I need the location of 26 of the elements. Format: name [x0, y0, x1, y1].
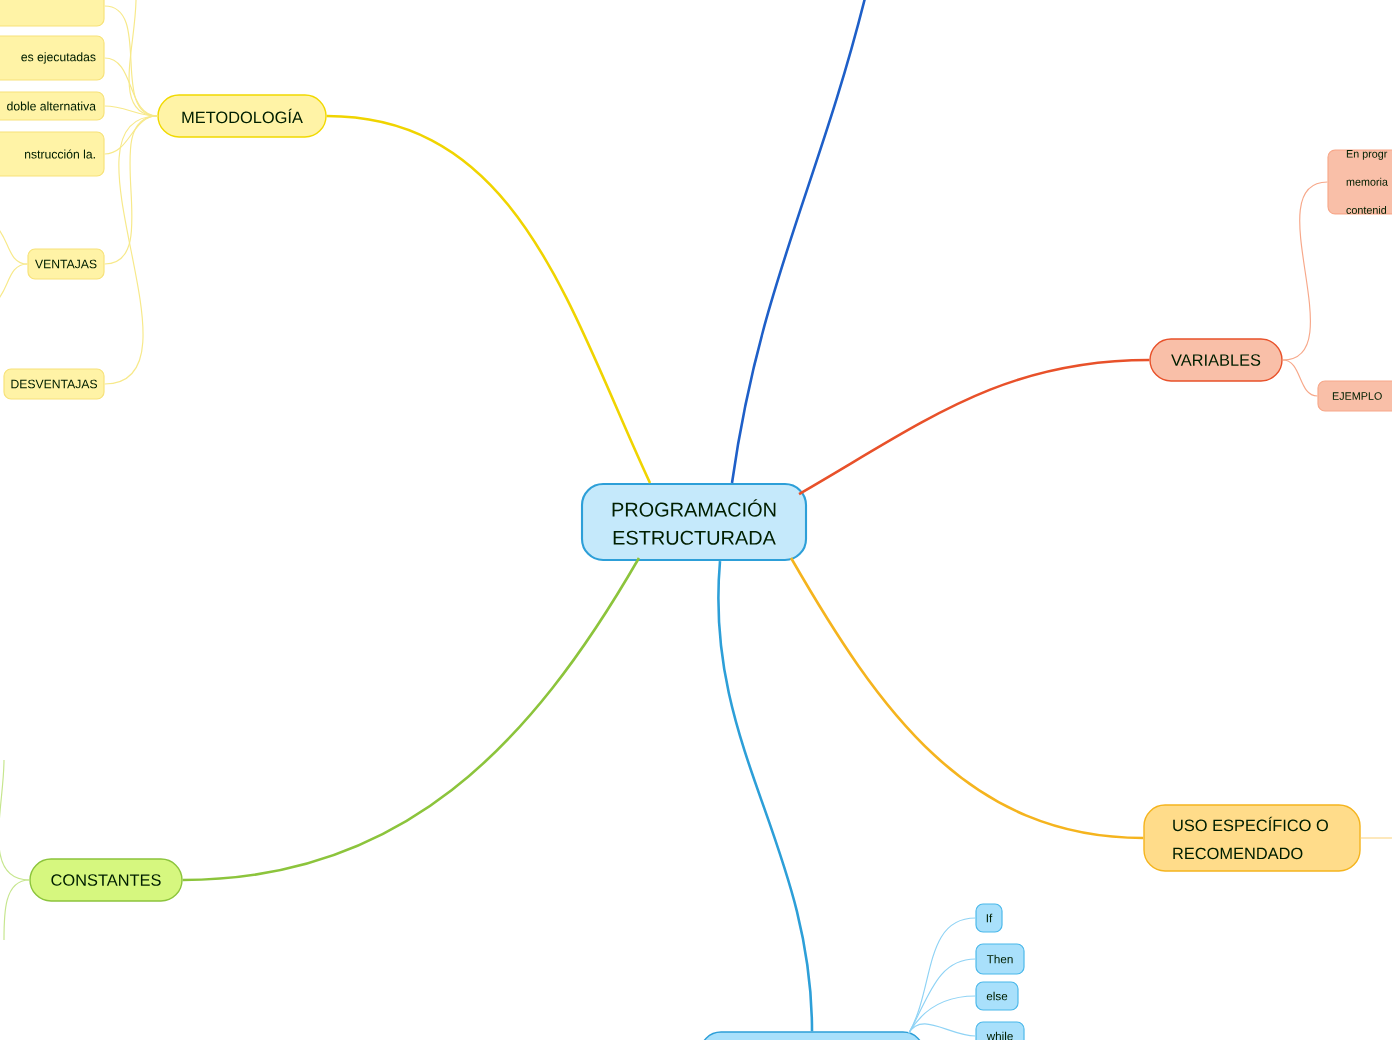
branch-line — [1282, 359, 1318, 397]
branch-line — [908, 1023, 976, 1037]
branch-line — [1360, 837, 1392, 839]
central-topic-box: PROGRAMACIÓN ESTRUCTURADA — [580, 482, 808, 562]
branch-line — [104, 57, 158, 117]
branch-line — [104, 115, 158, 155]
branch-line — [908, 958, 976, 1034]
topic-box: CONSTANTES — [29, 858, 183, 902]
branch-line — [798, 358, 1150, 496]
topic-box — [0, 0, 105, 27]
branch-line — [717, 561, 814, 1032]
topic-box: VARIABLES — [1149, 338, 1283, 382]
topic-box — [699, 1031, 925, 1040]
branch-line — [104, 115, 158, 385]
branch-line — [730, 0, 868, 484]
branch-line — [908, 917, 976, 1034]
branch-line — [0, 759, 30, 881]
branch-line — [1282, 181, 1328, 361]
topic-box: METODOLOGÍA — [157, 94, 327, 138]
topic-box: USO ESPECÍFICO O RECOMENDADO — [1143, 804, 1361, 872]
branch-line — [128, 0, 158, 117]
branch-line — [789, 557, 1144, 840]
branch-line — [182, 557, 641, 882]
branch-line — [3, 879, 30, 941]
branch-line — [326, 114, 652, 484]
branch-line — [908, 995, 976, 1034]
